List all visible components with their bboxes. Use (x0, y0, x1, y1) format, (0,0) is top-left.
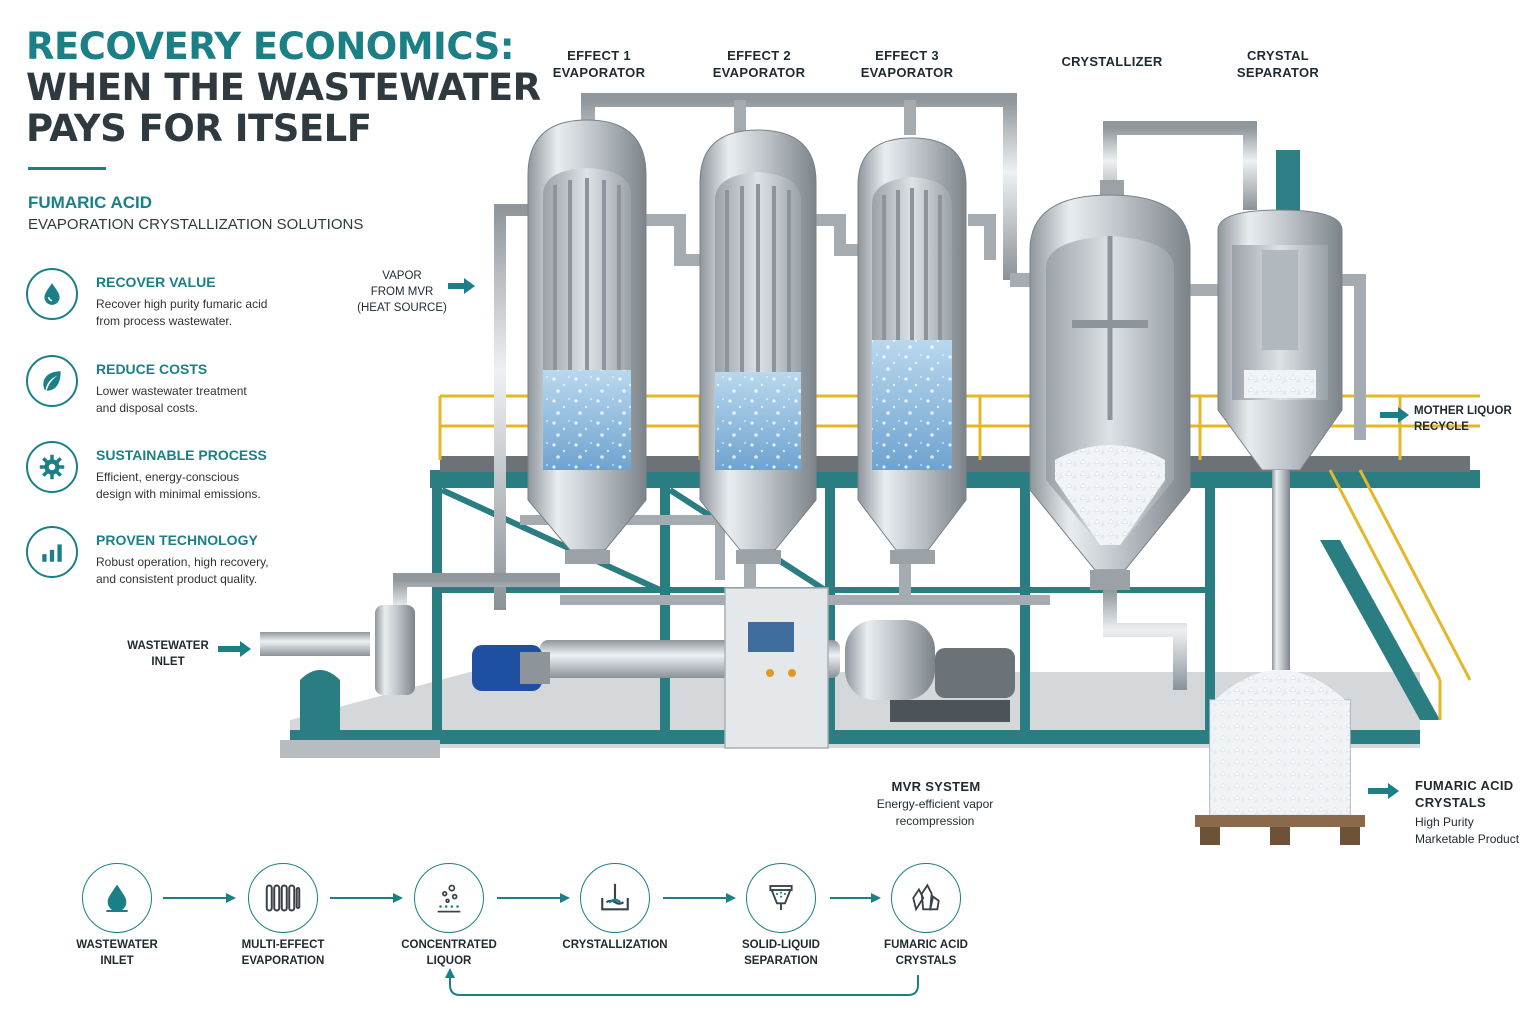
gear-icon (26, 441, 78, 493)
flow-step-line: CRYSTALLIZATION (562, 939, 668, 951)
crystals-icon (891, 863, 961, 933)
flow-step-label: FUMARIC ACID CRYSTALS (861, 937, 991, 969)
flow-step-line: SEPARATION (744, 955, 818, 967)
headline: RECOVERY ECONOMICS: WHEN THE WASTEWATER … (26, 26, 541, 149)
product-title: FUMARIC ACID (28, 193, 153, 212)
callout-line: FROM MVR (370, 286, 434, 298)
callout-line: (HEAT SOURCE) (357, 302, 447, 314)
evaporator-tubes-icon (248, 863, 318, 933)
flow-step-label: CONCENTRATED LIQUOR (384, 937, 514, 969)
headline-line-2: WHEN THE WASTEWATER (26, 66, 541, 109)
flow-step-label: SOLID-LIQUID SEPARATION (716, 937, 846, 969)
benefit-proven-technology: PROVEN TECHNOLOGY Robust operation, high… (26, 526, 269, 586)
flow-step-line: FUMARIC ACID (884, 939, 968, 951)
flow-step-line: SOLID-LIQUID (742, 939, 820, 951)
label-line: EFFECT 2 (727, 48, 791, 63)
label-line: EFFECT 1 (567, 48, 631, 63)
benefit-title: PROVEN TECHNOLOGY (96, 532, 258, 548)
label-line: CRYSTALLIZER (1061, 54, 1163, 69)
benefit-text-line: and disposal costs. (96, 401, 199, 415)
flow-step-line: CONCENTRATED (401, 939, 497, 951)
benefit-text: Robust operation, high recovery, and con… (96, 554, 296, 588)
recycle-loop (449, 975, 919, 996)
callout-line: CRYSTALS (1415, 795, 1487, 810)
callout-line: Marketable Product (1415, 832, 1520, 846)
flow-step-line: INLET (100, 955, 134, 967)
label-line: EVAPORATOR (712, 65, 806, 80)
label-effect-3: EFFECT 3 EVAPORATOR (848, 47, 966, 81)
callout-mvr-system-text: Energy-efficient vapor recompression (860, 796, 1010, 830)
benefit-text: Efficient, energy-conscious design with … (96, 469, 296, 503)
benefit-text-line: Efficient, energy-conscious (96, 470, 240, 484)
headline-line-3: PAYS FOR ITSELF (26, 107, 372, 150)
callout-wastewater-inlet: WASTEWATER INLET (118, 638, 218, 670)
benefit-reduce-costs: REDUCE COSTS Lower wastewater treatment … (26, 355, 247, 415)
headline-line-1: RECOVERY ECONOMICS: (26, 25, 515, 68)
flow-step-label: CRYSTALLIZATION (550, 937, 680, 953)
label-line: EVAPORATOR (552, 65, 646, 80)
flow-step-line: MULTI-EFFECT (241, 939, 325, 951)
benefit-text-line: Robust operation, high recovery, (96, 555, 269, 569)
flow-step-label: WASTEWATER INLET (52, 937, 182, 969)
callout-line: WASTEWATER (127, 640, 209, 652)
benefit-text-line: design with minimal emissions. (96, 487, 261, 501)
callout-line: High Purity (1415, 815, 1474, 829)
flow-step-line: LIQUOR (426, 955, 472, 967)
benefit-text: Lower wastewater treatment and disposal … (96, 383, 296, 417)
benefit-text-line: from process wastewater. (96, 314, 233, 328)
callout-line: recompression (895, 814, 975, 828)
callout-line: RECYCLE (1414, 421, 1469, 433)
callout-line: VAPOR (382, 270, 422, 282)
callout-line: INLET (151, 656, 185, 668)
benefit-text-line: Recover high purity fumaric acid (96, 297, 268, 311)
benefit-text-line: Lower wastewater treatment (96, 384, 247, 398)
agitator-icon (580, 863, 650, 933)
label-line: EVAPORATOR (860, 65, 954, 80)
benefit-text: Recover high purity fumaric acid from pr… (96, 296, 296, 330)
label-line: SEPARATOR (1236, 65, 1320, 80)
benefit-title: RECOVER VALUE (96, 274, 216, 290)
leaf-icon (26, 355, 78, 407)
label-effect-2: EFFECT 2 EVAPORATOR (700, 47, 818, 81)
callout-line: MOTHER LIQUOR (1414, 405, 1512, 417)
label-crystallizer: CRYSTALLIZER (1048, 53, 1176, 70)
filter-icon (746, 863, 816, 933)
flow-step-line: WASTEWATER (76, 939, 158, 951)
callout-mvr-system-title: MVR SYSTEM (891, 779, 981, 794)
label-line: EFFECT 3 (875, 48, 939, 63)
bar-chart-icon (26, 526, 78, 578)
label-crystal-separator: CRYSTAL SEPARATOR (1218, 47, 1338, 81)
flow-step-line: CRYSTALS (895, 955, 957, 967)
callout-product-title: FUMARIC ACID CRYSTALS (1415, 777, 1530, 811)
label-line: CRYSTAL (1246, 48, 1310, 63)
callout-line: Energy-efficient vapor (876, 797, 994, 811)
flow-step-line: EVAPORATION (241, 955, 325, 967)
benefit-title: REDUCE COSTS (96, 361, 208, 377)
callout-mother-liquor-recycle: MOTHER LIQUOR RECYCLE (1414, 403, 1524, 435)
callout-product-text: High Purity Marketable Product (1415, 814, 1533, 848)
benefit-sustainable-process: SUSTAINABLE PROCESS Efficient, energy-co… (26, 441, 267, 501)
callout-line: FUMARIC ACID (1415, 778, 1514, 793)
benefit-recover-value: RECOVER VALUE Recover high purity fumari… (26, 268, 267, 328)
benefit-text-line: and consistent product quality. (96, 572, 258, 586)
title-underline (28, 167, 106, 170)
water-drop-icon (26, 268, 78, 320)
water-drop-icon (82, 863, 152, 933)
callout-vapor-from-mvr: VAPOR FROM MVR (HEAT SOURCE) (352, 268, 452, 316)
bubbles-icon (414, 863, 484, 933)
label-effect-1: EFFECT 1 EVAPORATOR (540, 47, 658, 81)
flow-step-label: MULTI-EFFECT EVAPORATION (218, 937, 348, 969)
benefit-title: SUSTAINABLE PROCESS (96, 447, 267, 463)
solution-subtitle: EVAPORATION CRYSTALLIZATION SOLUTIONS (28, 216, 364, 233)
